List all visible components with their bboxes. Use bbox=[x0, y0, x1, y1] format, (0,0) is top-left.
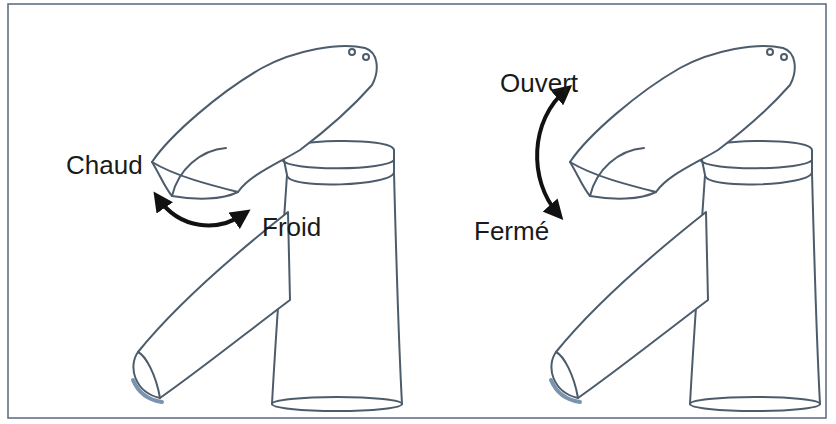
hot-label: Chaud bbox=[64, 150, 145, 180]
cold-label: Froid bbox=[260, 212, 323, 242]
closed-label: Fermé bbox=[472, 216, 551, 246]
open-label: Ouvert bbox=[498, 68, 580, 98]
flow-arrow bbox=[537, 90, 566, 214]
temperature-arrow bbox=[158, 198, 244, 225]
faucet-right bbox=[551, 46, 820, 411]
frame bbox=[8, 4, 826, 418]
faucet-left bbox=[133, 46, 402, 411]
